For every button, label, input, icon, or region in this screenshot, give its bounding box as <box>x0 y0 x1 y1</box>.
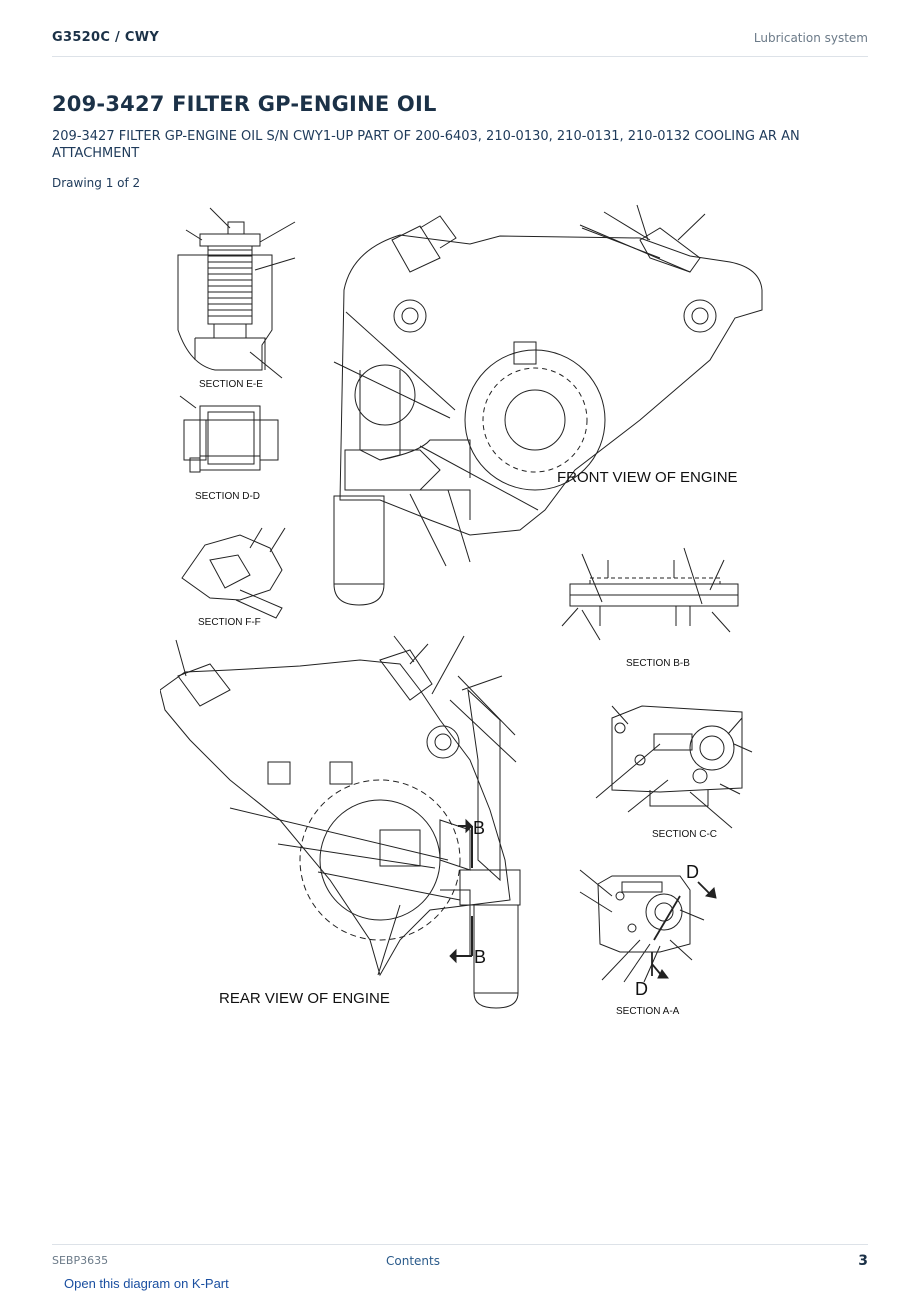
section-a-a-label: SECTION A-A <box>616 1006 680 1017</box>
parts-diagram: SECTION E-E SECTION D-D SECTION F-F FRON… <box>160 204 763 1017</box>
document-id: SEBP3635 <box>52 1254 109 1267</box>
section-f-f-label: SECTION F-F <box>198 617 261 628</box>
drawing-number: Drawing 1 of 2 <box>52 176 141 190</box>
section-b-b-label: SECTION B-B <box>626 658 690 669</box>
kpart-link[interactable]: Open this diagram on K-Part <box>64 1276 229 1291</box>
cut-marker-b-bottom: B <box>474 947 486 967</box>
section-a-a-drawing <box>579 869 705 983</box>
section-f-f-drawing <box>181 527 286 619</box>
section-b-b-drawing <box>561 547 739 641</box>
cut-line-d <box>651 881 711 977</box>
section-e-e-label: SECTION E-E <box>199 379 263 390</box>
page-header: G3520C / CWY Lubrication system <box>52 28 868 57</box>
section-e-e-drawing <box>177 207 296 379</box>
cut-line-b <box>452 825 473 957</box>
section-d-d-drawing <box>179 395 279 473</box>
rear-view-drawing <box>160 635 521 1009</box>
cut-marker-b-top: B <box>473 818 485 838</box>
section-d-d-label: SECTION D-D <box>195 491 260 502</box>
section-c-c-label: SECTION C-C <box>652 829 717 840</box>
engine-model: G3520C / CWY <box>52 30 160 45</box>
section-name: Lubrication system <box>753 31 868 45</box>
section-c-c-drawing <box>595 705 753 829</box>
page-number: 3 <box>858 1253 868 1269</box>
front-view-drawing <box>333 204 763 606</box>
front-view-label: FRONT VIEW OF ENGINE <box>557 469 738 486</box>
rear-view-label: REAR VIEW OF ENGINE <box>219 990 390 1007</box>
page-footer: SEBP3635 Contents 3 <box>52 1244 868 1275</box>
part-description: 209-3427 FILTER GP-ENGINE OIL S/N CWY1-U… <box>52 129 800 161</box>
cut-marker-d-bottom: D <box>635 979 648 999</box>
contents-link[interactable]: Contents <box>386 1254 440 1268</box>
cut-marker-d-top: D <box>686 862 699 882</box>
page-title: 209-3427 FILTER GP-ENGINE OIL <box>52 92 437 116</box>
